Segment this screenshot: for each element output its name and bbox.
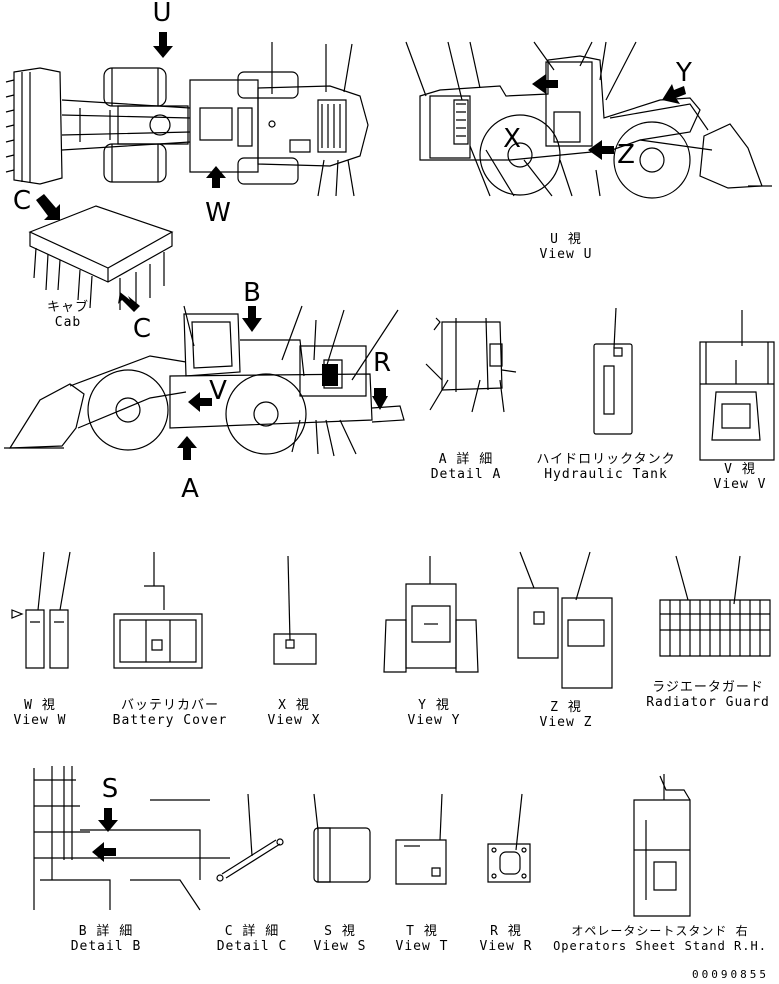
caption-battery-cover-en: Battery Cover bbox=[112, 713, 228, 728]
operator-seat-stand-drawing bbox=[634, 774, 690, 916]
cab-roof-drawing bbox=[30, 206, 172, 310]
letter-r: R bbox=[372, 348, 392, 378]
caption-battery-cover-jp: バッテリカバー bbox=[120, 698, 219, 713]
top-view-drawing bbox=[6, 42, 368, 196]
view-r-drawing bbox=[488, 794, 530, 882]
w-arrow bbox=[206, 166, 226, 188]
view-w-drawing bbox=[12, 552, 70, 668]
c-arrow bbox=[36, 194, 60, 220]
caption-view-y-jp: Y 視 bbox=[418, 698, 450, 713]
caption-view-w-jp: W 視 bbox=[24, 698, 56, 713]
caption-view-t: T 視 View T bbox=[396, 924, 449, 954]
caption-detail-a-jp: A 詳 細 bbox=[438, 452, 494, 467]
letter-w: W bbox=[205, 198, 231, 228]
letter-y: Y bbox=[676, 58, 692, 88]
caption-radiator-guard-jp: ラジエータガード bbox=[652, 680, 764, 695]
view-s-drawing bbox=[314, 794, 370, 882]
caption-view-s-jp: S 視 bbox=[324, 924, 356, 939]
radiator-guard-drawing bbox=[660, 556, 770, 656]
detail-b-arrows bbox=[92, 808, 118, 862]
caption-view-s: S 視 View S bbox=[314, 924, 367, 954]
hydraulic-tank-drawing bbox=[594, 308, 632, 434]
view-t-drawing bbox=[396, 794, 446, 884]
letter-s: S bbox=[101, 774, 119, 804]
caption-view-v-en: View V bbox=[713, 477, 767, 492]
letter-u: U bbox=[152, 0, 172, 28]
caption-cab: キャブ Cab bbox=[47, 300, 89, 330]
caption-view-x: X 視 View X bbox=[268, 698, 321, 728]
caption-view-v-jp: V 視 bbox=[724, 462, 756, 477]
detail-a-drawing bbox=[426, 318, 516, 412]
caption-view-v: V 視 View V bbox=[714, 462, 767, 492]
caption-view-w-en: View W bbox=[13, 713, 67, 728]
caption-view-z: Z 視 View Z bbox=[540, 700, 593, 730]
caption-view-y-en: View Y bbox=[407, 713, 461, 728]
caption-view-r: R 視 View R bbox=[480, 924, 533, 954]
detail-b-drawing bbox=[34, 766, 230, 910]
caption-view-t-en: View T bbox=[395, 939, 449, 954]
caption-view-y: Y 視 View Y bbox=[408, 698, 461, 728]
caption-detail-b-en: Detail B bbox=[70, 939, 142, 954]
caption-view-r-en: View R bbox=[479, 939, 533, 954]
view-u-drawing bbox=[406, 42, 772, 198]
caption-detail-b: B 詳 細 Detail B bbox=[71, 924, 142, 954]
caption-hydraulic-tank-jp: ハイドロリックタンク bbox=[536, 452, 676, 467]
view-u-arrows bbox=[532, 74, 686, 160]
c-arrow-cab bbox=[118, 292, 140, 312]
caption-detail-c: C 詳 細 Detail C bbox=[217, 924, 288, 954]
part-number: 00090855 bbox=[692, 968, 769, 981]
caption-hydraulic-tank-en: Hydraulic Tank bbox=[544, 467, 668, 482]
main-side-arrows bbox=[177, 306, 388, 460]
view-v-drawing bbox=[700, 310, 774, 460]
caption-cab-jp: キャブ bbox=[46, 300, 90, 315]
caption-detail-c-en: Detail C bbox=[216, 939, 288, 954]
caption-operator-seat-stand-en: Operators Sheet Stand R.H. bbox=[553, 939, 767, 953]
caption-radiator-guard: ラジエータガード Radiator Guard bbox=[646, 680, 770, 710]
caption-cab-en: Cab bbox=[54, 315, 82, 330]
caption-view-z-jp: Z 視 bbox=[550, 700, 582, 715]
caption-detail-a: A 詳 細 Detail A bbox=[431, 452, 502, 482]
letter-x: X bbox=[503, 124, 521, 154]
caption-hydraulic-tank: ハイドロリックタンク Hydraulic Tank bbox=[536, 452, 675, 482]
view-x-drawing bbox=[274, 556, 316, 664]
letter-c-top: C bbox=[12, 186, 32, 216]
letter-v: V bbox=[209, 376, 227, 406]
u-arrow bbox=[153, 32, 173, 58]
detail-c-drawing bbox=[217, 794, 283, 881]
caption-view-x-jp: X 視 bbox=[278, 698, 310, 713]
caption-detail-c-jp: C 詳 細 bbox=[224, 924, 280, 939]
view-y-drawing bbox=[384, 556, 478, 672]
caption-operator-seat-stand: オペレータシートスタンド 右 Operators Sheet Stand R.H… bbox=[553, 924, 767, 954]
caption-battery-cover: バッテリカバー Battery Cover bbox=[113, 698, 228, 728]
caption-view-t-jp: T 視 bbox=[406, 924, 438, 939]
letter-b: B bbox=[243, 278, 261, 308]
letter-a: A bbox=[181, 474, 199, 504]
view-z-drawing bbox=[518, 552, 612, 688]
caption-view-z-en: View Z bbox=[539, 715, 593, 730]
caption-view-w: W 視 View W bbox=[14, 698, 67, 728]
caption-view-s-en: View S bbox=[313, 939, 367, 954]
caption-operator-seat-stand-jp: オペレータシートスタンド 右 bbox=[571, 924, 749, 938]
battery-cover-drawing bbox=[114, 552, 202, 668]
caption-radiator-guard-en: Radiator Guard bbox=[646, 695, 770, 710]
caption-view-u-en: View U bbox=[539, 247, 593, 262]
letter-c-cab: C bbox=[132, 314, 152, 344]
letter-z: Z bbox=[617, 140, 635, 170]
caption-view-x-en: View X bbox=[267, 713, 321, 728]
caption-view-r-jp: R 視 bbox=[490, 924, 522, 939]
caption-detail-b-jp: B 詳 細 bbox=[78, 924, 134, 939]
caption-view-u: U 視 View U bbox=[540, 232, 593, 262]
caption-view-u-jp: U 視 bbox=[550, 232, 582, 247]
caption-detail-a-en: Detail A bbox=[430, 467, 502, 482]
